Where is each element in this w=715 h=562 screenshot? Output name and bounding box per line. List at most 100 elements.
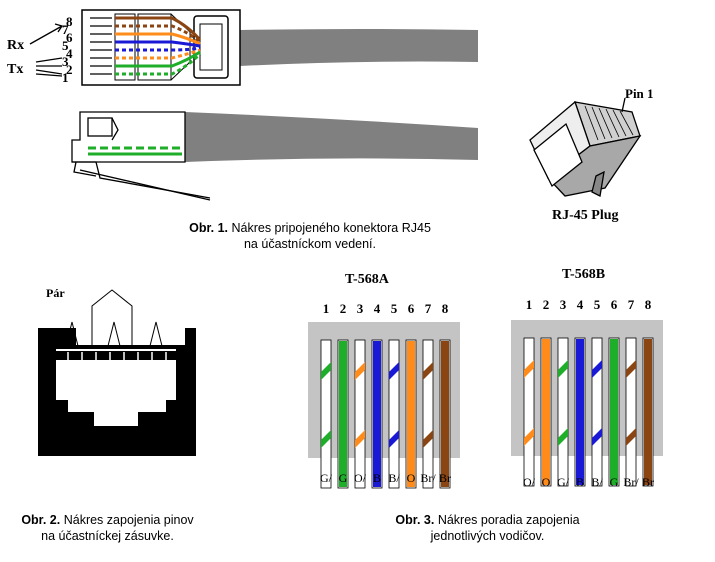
fig2-caption-number: Obr. 2. [21,513,61,527]
t568b-wire-fill [542,339,550,485]
rx-label: Rx [7,38,25,53]
pin-number: 6 [66,30,73,45]
contact-blades [90,17,112,75]
t568b-title: T-568B [562,267,606,282]
t568a-wire-stripe [423,430,433,448]
side-wires [88,146,182,156]
t568b-pin-number: 8 [645,297,652,312]
t568a-wire-label: O/ [354,471,367,485]
t568a-pin-number: 6 [408,301,415,316]
rj45-plug-drawing [529,97,642,197]
t568b-wire-stripe [592,360,602,378]
par-label: Pár [46,286,65,300]
t568b-wire [625,337,637,487]
t568b-wire [557,337,569,487]
t568a-wire-label: G/ [320,471,333,485]
pin-number: 2 [66,62,73,77]
t568a-wire [422,339,434,489]
t568a-wire-label: O [407,471,416,485]
t568b-wire-label: G/ [557,475,570,489]
t568a-wire-label: G [339,471,348,485]
t568b-wire-fill [644,339,652,485]
pin-number: 5 [62,38,69,53]
t568a-wire-fill [373,341,381,487]
fig3-caption-number: Obr. 3. [395,513,435,527]
cable-top [240,29,478,66]
t568b-wire-stripe [524,428,534,446]
pin-number: 7 [62,22,69,37]
t568a-pin-number: 7 [425,301,432,316]
t568b-wire [523,337,535,487]
t568a-pin-number: 1 [323,301,330,316]
fig2-caption-text: Nákres zapojenia pinov [63,513,194,527]
t568a-wire-stripe [389,430,399,448]
t568b-panel [511,320,663,456]
t568a-wire-fill [407,341,415,487]
t568b-pin-number: 5 [594,297,601,312]
t568b-pin-number: 1 [526,297,533,312]
t568a-pin-number: 5 [391,301,398,316]
t568b-wire-fill [610,339,618,485]
t568b-pin-number: 2 [543,297,550,312]
t568b-pin-number: 7 [628,297,635,312]
pin-number: 4 [66,46,73,61]
t568b-wire-label: B [576,475,584,489]
t568b-wire-stripe [626,360,636,378]
t568b-wire [591,337,603,487]
t568a-wire [354,339,366,489]
t568a-wire-label: Br/ [420,471,436,485]
cable-side [185,112,478,162]
t568b-pin-number: 4 [577,297,584,312]
t568a-wire-stripe [389,362,399,380]
fig2-caption-line2: na účastníckej zásuvke. [41,529,174,543]
t568a-wire-stripe [423,362,433,380]
t568a-wire-stripe [321,430,331,448]
t568a-pin-number: 2 [340,301,347,316]
rx-tx-arrows [29,23,64,77]
fig3-caption-line2: jednotlivých vodičov. [430,529,545,543]
t568b-wire-label: O/ [523,475,536,489]
tx-label: Tx [7,62,24,77]
t568b-wire-stripe [524,360,534,378]
fig1-caption-line2: na účastníckom vedení. [243,237,377,251]
fig1-caption: Obr. 1. Nákres pripojeného konektora RJ4… [160,220,460,252]
t568b-wire-label: G [610,475,619,489]
t568b-wire-stripe [558,360,568,378]
t568b-wire-label: Br/ [623,475,639,489]
t568a-panel [308,322,460,458]
pin-number: 1 [62,70,69,85]
fig1-caption-text: Nákres pripojeného konektora RJ45 [231,221,431,235]
t568b-wire-stripe [558,428,568,446]
t568a-wire-stripe [355,430,365,448]
t568b-wire-label: O [542,475,551,489]
t568b-pin-number: 6 [611,297,618,312]
t568b-pin-number: 3 [560,297,567,312]
fig3-caption: Obr. 3. Nákres poradia zapojenia jednotl… [360,512,615,544]
pin-number: 8 [66,14,73,29]
fig3-caption-text: Nákres poradia zapojenia [437,513,580,527]
t568a-wire-fill [441,341,449,487]
t568b-wire-label: Br [642,475,654,489]
t568b-wire-fill [576,339,584,485]
rj45-plug-title: RJ-45 Plug [552,208,619,223]
t568a-wire-label: B [373,471,381,485]
t568a-pin-number: 8 [442,301,449,316]
t568b-wire-label: B/ [591,475,603,489]
t568a-wire-fill [339,341,347,487]
fig1-caption-number: Obr. 1. [189,221,228,235]
t568a-pin-number: 3 [357,301,364,316]
t568a-wire-label: Br [439,471,451,485]
t568a-wire-stripe [321,362,331,380]
t568b-wire-stripe [592,428,602,446]
pin1-label: Pin 1 [625,86,654,101]
t568a-pin-number: 4 [374,301,381,316]
t568a-wire [320,339,332,489]
wires [115,16,202,76]
t568a-title: T-568A [345,272,389,287]
t568b-wire-stripe [626,428,636,446]
fig2-caption: Obr. 2. Nákres zapojenia pinov na účastn… [0,512,215,544]
t568a-wire-stripe [355,362,365,380]
